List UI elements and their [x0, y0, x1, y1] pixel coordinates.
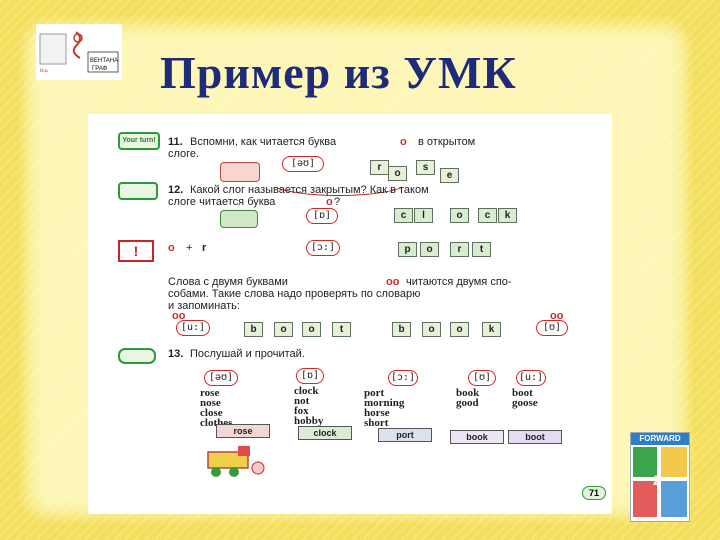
- col4-sound: [ʊ]: [468, 370, 496, 386]
- rule-plus: +: [186, 242, 193, 254]
- rule-tile-2: o: [420, 242, 439, 257]
- rule-tile-4: t: [472, 242, 491, 257]
- book-cover-art: 2: [633, 447, 687, 517]
- note-tile-right-2: o: [422, 322, 441, 337]
- ex12-text: Какой слог называется закрытым? Как в та…: [190, 184, 429, 196]
- note-tile-right-3: o: [450, 322, 469, 337]
- publisher-logo: ВЕНТАНА ГРАФ Rus: [36, 24, 122, 80]
- note-line2: собами. Такие слова надо проверять по сл…: [168, 288, 421, 300]
- ex12-tile-2: l: [414, 208, 433, 223]
- your-turn-icon: Your turn!: [118, 132, 160, 150]
- note-tile-right-1: b: [392, 322, 411, 337]
- ex11-tile-2: o: [388, 166, 407, 181]
- svg-text:ГРАФ: ГРАФ: [92, 66, 108, 72]
- ex12-tile-4: c: [478, 208, 497, 223]
- col2-box: clock: [298, 426, 352, 440]
- ex13-text: Послушай и прочитай.: [190, 348, 305, 360]
- rule-sound: [ɔ:]: [306, 240, 340, 256]
- col1-box: rose: [216, 424, 270, 438]
- ex12-tile-3: o: [450, 208, 469, 223]
- note-tile-right-4: k: [482, 322, 501, 337]
- rule-tile-1: p: [398, 242, 417, 257]
- note-tile-left-2: o: [274, 322, 293, 337]
- svg-text:2: 2: [653, 472, 661, 488]
- note-tile-left-4: t: [332, 322, 351, 337]
- ex11-text: Вспомни, как читается буква: [190, 136, 337, 148]
- ex11-number: 11.: [168, 136, 183, 148]
- col5-box: boot: [508, 430, 562, 444]
- ex12-tile-5: k: [498, 208, 517, 223]
- notebook-icon: [118, 182, 158, 200]
- ex12-tile-1: c: [394, 208, 413, 223]
- col3-sound: [ɔ:]: [388, 370, 418, 386]
- rule-o: o: [168, 242, 175, 254]
- note-sound-left: [u:]: [176, 320, 210, 336]
- ex11-text-end: в открытом: [418, 136, 476, 148]
- listen-icon: [118, 348, 156, 364]
- note-tile-left-1: b: [244, 322, 263, 337]
- ex12-number: 12.: [168, 184, 184, 196]
- col2-sound: [ɒ]: [296, 368, 324, 384]
- slide-title: Пример из УМК: [160, 47, 517, 98]
- textbook-page: Your turn! 11. Вспомни, как читается бук…: [88, 114, 612, 514]
- ex11-tile-4: e: [440, 168, 459, 183]
- note-oo-left: oo: [172, 310, 186, 322]
- ex12-letter: o: [326, 196, 333, 208]
- car-icon: [220, 162, 260, 182]
- ex11-text-line2: слоге.: [168, 148, 200, 160]
- ex11-tile-3: s: [416, 160, 435, 175]
- ex12-text-line2: слоге читается буква: [168, 196, 276, 208]
- page-number: 71: [582, 486, 606, 500]
- note-sound-right: [ʊ]: [536, 320, 568, 336]
- note-line1-end: читаются двумя спо-: [406, 276, 512, 288]
- note-oo: oo: [386, 276, 400, 288]
- ex12-sound: [ɒ]: [306, 208, 338, 224]
- ex13-number: 13.: [168, 348, 184, 360]
- bus-icon: [220, 210, 258, 228]
- col5-sound: [u:]: [516, 370, 546, 386]
- svg-text:ВЕНТАНА: ВЕНТАНА: [90, 58, 118, 64]
- ex11-letter: o: [400, 136, 407, 148]
- col3-box: port: [378, 428, 432, 442]
- attention-icon: !: [118, 240, 154, 262]
- note-line3: и запоминать:: [168, 300, 240, 312]
- note-line1: Слова с двумя буквами: [168, 276, 288, 288]
- rule-tile-3: r: [450, 242, 469, 257]
- ex11-tile-1: r: [370, 160, 389, 175]
- train-icon: [207, 446, 265, 477]
- note-tile-left-3: o: [302, 322, 321, 337]
- rule-r: r: [202, 242, 207, 254]
- svg-text:Rus: Rus: [40, 69, 48, 74]
- col1-sound: [əʊ]: [204, 370, 238, 386]
- forward-book-cover: FORWARD 2: [630, 432, 690, 522]
- ex12-question: ?: [334, 196, 341, 208]
- col4-box: book: [450, 430, 504, 444]
- note-oo-right: oo: [550, 310, 564, 322]
